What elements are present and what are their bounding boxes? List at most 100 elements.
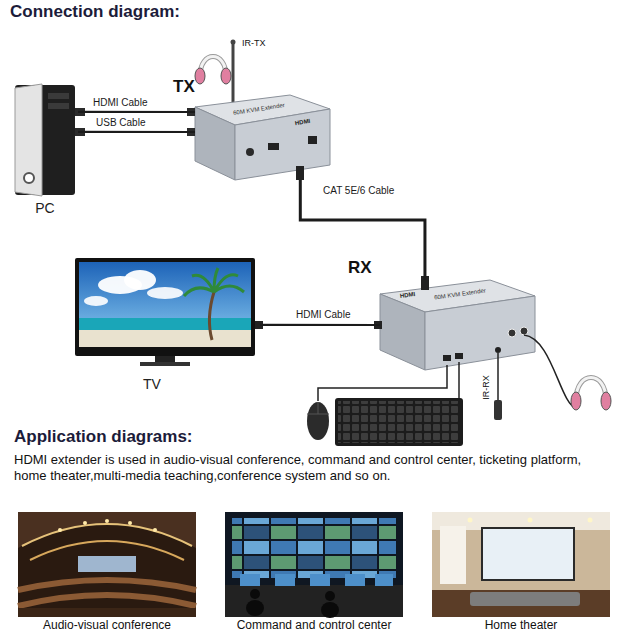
tv-art bbox=[184, 268, 244, 296]
rx-extender-art bbox=[455, 353, 463, 359]
control-center-photo bbox=[310, 574, 330, 586]
model-text: 60M KVM Extender bbox=[233, 102, 285, 117]
tx-extender-art bbox=[296, 166, 304, 180]
control-center-photo bbox=[375, 574, 393, 586]
mouse-icon bbox=[307, 402, 329, 440]
mouse-icon bbox=[307, 402, 329, 440]
conference-photo bbox=[153, 528, 157, 532]
headphones-icon bbox=[195, 68, 205, 84]
rx-extender-art bbox=[425, 296, 535, 370]
control-center-photo bbox=[240, 574, 260, 586]
cable-line bbox=[300, 180, 425, 280]
cable-line bbox=[78, 111, 195, 113]
diagram-title: Connection diagram: bbox=[10, 2, 180, 22]
pc-tower-art bbox=[48, 103, 69, 109]
antenna-label: IR-RX bbox=[481, 375, 492, 400]
photo-box: Audio-visual conference bbox=[18, 512, 196, 636]
conference-photo bbox=[128, 521, 132, 525]
conference-photo bbox=[18, 512, 196, 617]
device-name: TV bbox=[143, 376, 161, 392]
tx-extender-art bbox=[246, 148, 254, 156]
pc-box: PC bbox=[12, 82, 78, 217]
headphones-icon bbox=[571, 378, 611, 411]
logo-text: HDMI bbox=[400, 291, 416, 300]
unit-label: TX bbox=[173, 77, 195, 97]
home-theater-photo bbox=[432, 512, 610, 617]
home-theater-photo bbox=[468, 518, 473, 523]
control-center-photo bbox=[225, 512, 403, 617]
conference-photo bbox=[18, 512, 196, 548]
control-center-photo bbox=[275, 574, 295, 586]
photo-caption: Audio-visual conference bbox=[18, 619, 196, 633]
description-text: HDMI extender is used in audio-visual co… bbox=[14, 452, 614, 483]
logo-text: HDMI bbox=[295, 118, 311, 127]
cable-label: HDMI Cable bbox=[295, 309, 351, 321]
home-theater-photo bbox=[432, 590, 610, 617]
cable-line bbox=[78, 131, 195, 133]
tx-extender-art bbox=[187, 95, 330, 180]
tv-art bbox=[79, 318, 251, 330]
antenna-label: IR-TX bbox=[242, 38, 266, 49]
tx-extender-art bbox=[195, 107, 235, 180]
keyboard-icon bbox=[338, 401, 460, 443]
cable-label: CAT 5E/6 Cable bbox=[322, 185, 395, 197]
photo-box: Command and control center bbox=[225, 512, 403, 636]
conference-photo bbox=[83, 521, 87, 525]
conference-photo bbox=[18, 595, 196, 606]
tv-art bbox=[124, 270, 156, 290]
model-text: 60M KVM Extender bbox=[434, 287, 486, 301]
device-name: PC bbox=[12, 200, 78, 216]
conference-photo bbox=[58, 528, 62, 532]
tx-extender-art bbox=[308, 136, 317, 144]
tv-box: TV bbox=[75, 258, 260, 393]
control-center-photo bbox=[225, 512, 403, 618]
home-theater-photo bbox=[440, 526, 466, 584]
control-center-photo bbox=[250, 589, 260, 599]
keyboard-icon bbox=[335, 398, 463, 446]
conference-photo bbox=[105, 519, 109, 523]
rx-extender-art bbox=[495, 347, 501, 353]
transmitter-box: TX60M KVM ExtenderHDMI bbox=[195, 95, 330, 180]
control-center-photo bbox=[325, 591, 335, 601]
photo-caption: Home theater bbox=[432, 619, 610, 633]
tx-extender-art bbox=[268, 143, 279, 150]
conference-photo bbox=[18, 608, 196, 617]
unit-label: RX bbox=[348, 258, 372, 278]
rx-extender-art bbox=[374, 276, 535, 370]
control-center-photo bbox=[246, 600, 264, 616]
receiver-box: RXHDMI60M KVM Extender bbox=[380, 280, 535, 370]
peripheral-wires bbox=[497, 353, 499, 402]
rx-extender-art bbox=[380, 294, 425, 370]
headphones-icon bbox=[571, 392, 581, 410]
control-center-photo bbox=[345, 574, 365, 586]
tx-extender-art bbox=[235, 109, 330, 180]
pc-tower-art bbox=[24, 173, 34, 183]
conference-photo bbox=[78, 556, 136, 572]
tv-art bbox=[75, 258, 263, 366]
pc-tower-art bbox=[15, 84, 85, 196]
headphones-icon bbox=[195, 57, 231, 85]
cable-label: USB Cable bbox=[95, 117, 146, 129]
ir-antenna bbox=[231, 40, 236, 104]
tv-art bbox=[209, 292, 214, 340]
pc-tower-art bbox=[15, 84, 42, 196]
mouse-icon bbox=[318, 402, 319, 414]
conference-photo bbox=[18, 512, 196, 617]
peripheral-wires bbox=[494, 400, 502, 420]
home-theater-photo bbox=[470, 592, 580, 606]
ir-antenna bbox=[231, 40, 236, 45]
rx-extender-art bbox=[443, 355, 451, 361]
rx-extender-art bbox=[508, 329, 516, 337]
peripheral-wires bbox=[524, 335, 576, 408]
peripheral-wires bbox=[318, 365, 447, 401]
conference-photo bbox=[22, 524, 192, 546]
control-center-photo bbox=[225, 585, 403, 617]
tv-art bbox=[79, 330, 251, 347]
conference-photo bbox=[18, 580, 196, 590]
pc-tower-art bbox=[48, 93, 69, 99]
home-theater-photo bbox=[482, 528, 574, 580]
control-center-photo bbox=[232, 518, 396, 578]
tv-art bbox=[84, 296, 108, 306]
pc-tower-art bbox=[15, 85, 75, 195]
